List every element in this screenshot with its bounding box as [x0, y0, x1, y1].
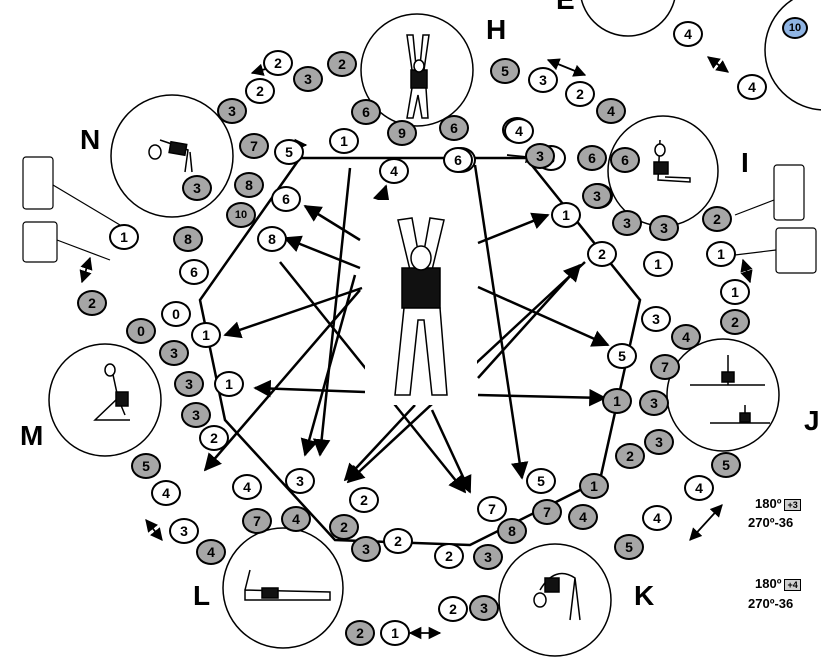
station-label-j: J	[804, 405, 820, 437]
side-note-1: 180º+3	[755, 496, 801, 511]
side-note-2-angle: 180º	[755, 576, 781, 591]
side-note-1-box: +3	[784, 499, 800, 511]
side-note-2: 180º+4	[755, 576, 801, 591]
station-label-l: L	[193, 580, 210, 612]
station-label-n: N	[80, 124, 100, 156]
side-note-2-range: 270º-36	[748, 596, 793, 611]
side-note-2-box: +4	[784, 579, 800, 591]
side-note-1-range: 270º-36	[748, 515, 793, 530]
station-label-k: K	[634, 580, 654, 612]
side-note-1-angle: 180º	[755, 496, 781, 511]
station-label-h: H	[486, 14, 506, 46]
station-label-m: M	[20, 420, 43, 452]
station-label-e: E	[556, 0, 575, 16]
station-label-i: I	[741, 147, 749, 179]
